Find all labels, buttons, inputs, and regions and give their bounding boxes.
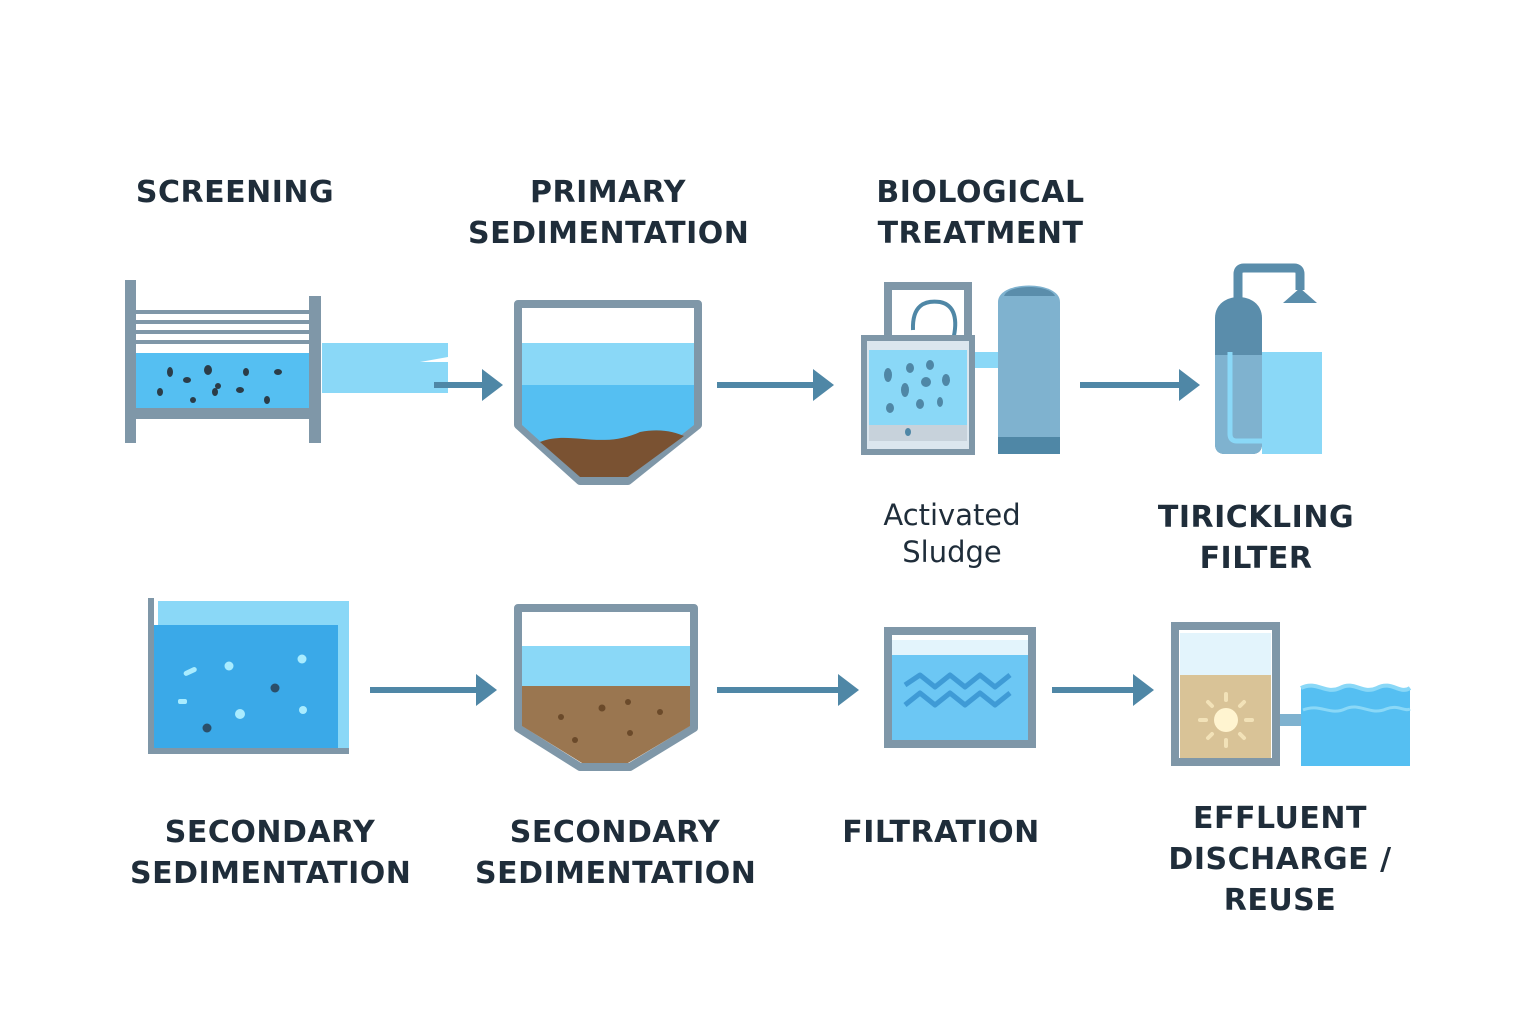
screening-label: SCREENING: [135, 172, 335, 213]
arrow-icon: [717, 674, 859, 706]
label-line: Activated: [883, 498, 1021, 532]
label-line: BIOLOGICAL: [876, 175, 1085, 210]
screen-icon: [125, 280, 448, 443]
primary-sedimentation-label: PRIMARY SEDIMENTATION: [468, 172, 750, 254]
label-line: REUSE: [1223, 883, 1337, 918]
secondary-sedimentation-label-2: SECONDARY SEDIMENTATION: [475, 812, 757, 894]
arrow-icon: [717, 369, 834, 401]
label-line: DISCHARGE /: [1168, 842, 1392, 877]
filter-icon: [884, 627, 1036, 748]
arrows: [370, 369, 1200, 706]
label-line: TIRICKLING: [1157, 500, 1355, 535]
secondary-clarifier-icon: [514, 604, 698, 771]
trickling-filter-icon: [1215, 263, 1322, 454]
biological-treatment-label: BIOLOGICAL TREATMENT: [858, 172, 1103, 254]
arrow-icon: [1052, 674, 1154, 706]
label-line: FILTER: [1199, 541, 1313, 576]
label-line: SEDIMENTATION: [130, 856, 412, 891]
label-line: SEDIMENTATION: [468, 216, 750, 251]
aeration-tank-icon: [861, 282, 1060, 455]
label-line: SECONDARY: [509, 815, 721, 850]
filtration-label: FILTRATION: [835, 812, 1047, 853]
label-line: SEDIMENTATION: [475, 856, 757, 891]
sun-icon: [1198, 692, 1254, 748]
effluent-discharge-label: EFFLUENT DISCHARGE / REUSE: [1160, 798, 1400, 921]
activated-sludge-label: Activated Sludge: [862, 497, 1042, 571]
secondary-sedimentation-label-1: SECONDARY SEDIMENTATION: [130, 812, 412, 894]
label-line: SCREENING: [135, 175, 335, 210]
label-line: Sludge: [902, 535, 1002, 569]
arrow-icon: [1080, 369, 1200, 401]
trickling-filter-label: TIRICKLING FILTER: [1150, 497, 1362, 579]
label-line: PRIMARY: [529, 175, 686, 210]
arrow-icon: [370, 674, 497, 706]
label-line: EFFLUENT: [1193, 801, 1367, 836]
secondary-tank-icon: [148, 598, 349, 754]
label-line: TREATMENT: [877, 216, 1084, 251]
discharge-icon: [1171, 622, 1412, 766]
label-line: FILTRATION: [842, 815, 1040, 850]
primary-clarifier-icon: [514, 300, 702, 485]
label-line: SECONDARY: [164, 815, 376, 850]
arrow-icon: [434, 369, 503, 401]
